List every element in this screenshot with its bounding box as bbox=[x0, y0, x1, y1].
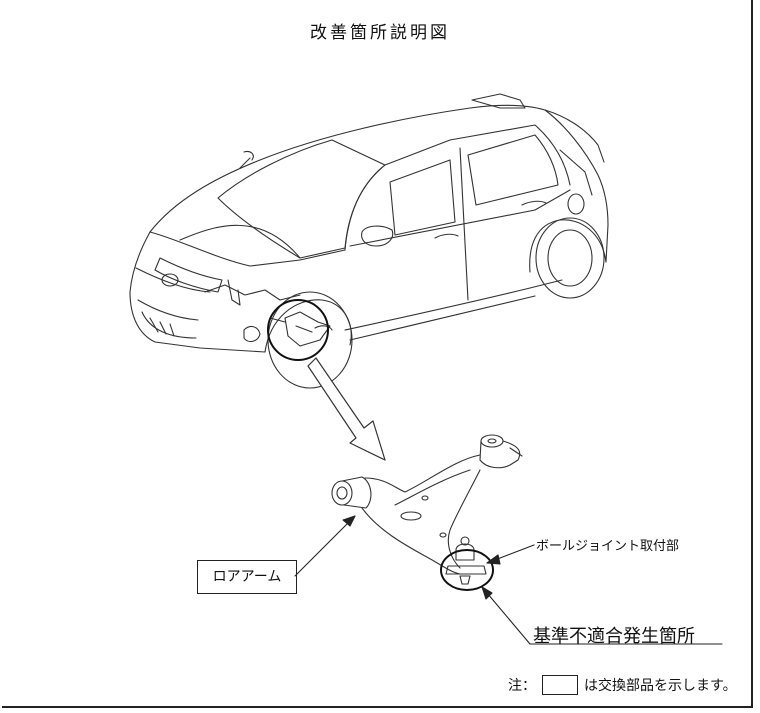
zoom-arrow bbox=[307, 357, 386, 461]
note-prefix: 注： bbox=[508, 678, 536, 694]
figure-title: 改善箇所説明図 bbox=[310, 23, 450, 43]
legend-note: 注： は交換部品を示します。 bbox=[508, 675, 737, 695]
lower-arm-label: ロアアーム bbox=[197, 560, 297, 594]
lower-arm-illustration bbox=[331, 434, 523, 591]
defect-location-label: 基準不適合発生箇所 bbox=[533, 626, 695, 647]
note-text: は交換部品を示します。 bbox=[584, 678, 737, 694]
leader-lines bbox=[294, 515, 723, 645]
ball-joint-label: ボールジョイント取付部 bbox=[536, 539, 680, 554]
car-illustration bbox=[129, 93, 609, 389]
replacement-part-swatch bbox=[542, 675, 578, 695]
